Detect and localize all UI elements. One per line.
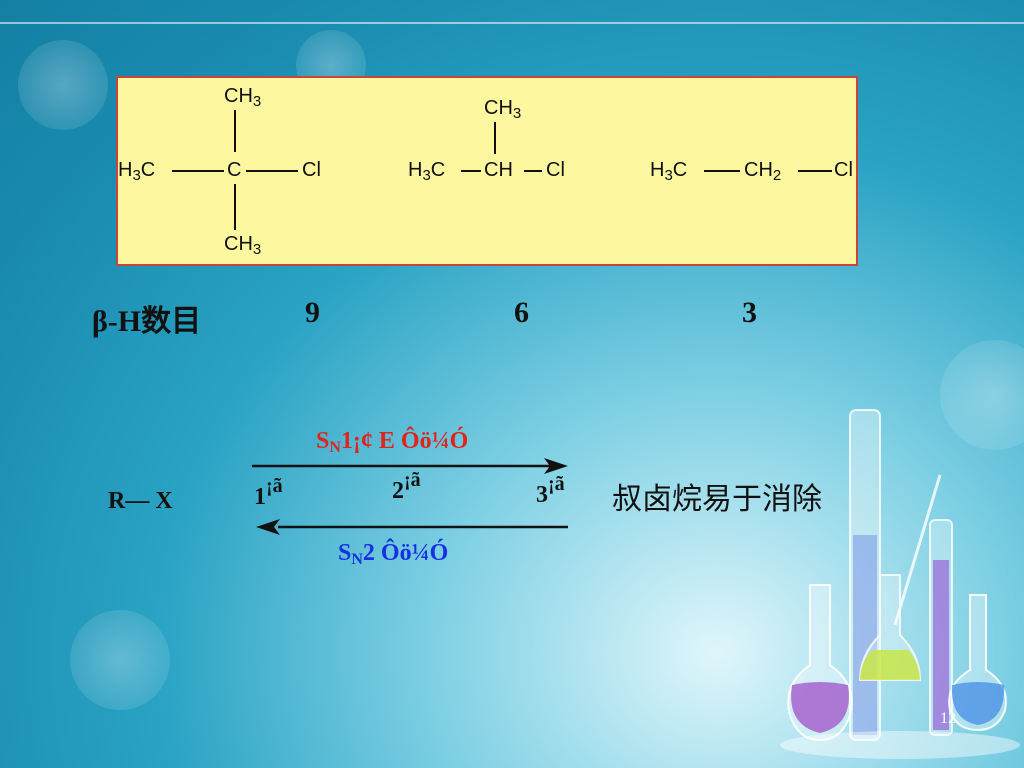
bond	[234, 184, 236, 230]
top-decor-line	[0, 22, 1024, 24]
beta-h-count-sec: 6	[514, 296, 529, 329]
sec-ch-group: CH	[484, 159, 513, 181]
reaction-arrows	[252, 458, 568, 535]
bond	[172, 170, 224, 172]
tert-left-methyl: H3C	[118, 159, 156, 184]
sec-chlorine: Cl	[546, 159, 565, 181]
alkyl-halide-rx: R— X	[108, 488, 173, 514]
beta-h-label: β-H数目	[92, 305, 202, 338]
structural-formula-panel: CH3 H3C C Cl CH3 CH3 H3C CH Cl H3C CH2 C…	[116, 76, 858, 266]
bond	[704, 170, 740, 172]
degree-secondary: 2¡ã	[392, 469, 421, 504]
decor-bubble	[70, 610, 170, 710]
beta-h-count-tert: 9	[305, 296, 320, 329]
sn1-e-increase-label: SN1¡¢ E Ôö¼Ó	[316, 428, 469, 456]
page-number: 12	[940, 710, 956, 727]
decor-bubble	[940, 340, 1024, 450]
bond	[524, 170, 542, 172]
bond	[798, 170, 832, 172]
backward-arrow-head	[256, 519, 280, 535]
prim-methyl: H3C	[650, 159, 688, 184]
bond	[246, 170, 298, 172]
bond	[494, 122, 496, 154]
prim-chlorine: Cl	[834, 159, 853, 181]
tert-central-carbon: C	[227, 159, 242, 181]
forward-arrow-head	[544, 458, 568, 474]
lab-glassware-illustration	[780, 409, 1020, 759]
degree-primary: 1¡ã	[254, 475, 283, 510]
degree-tertiary: 3¡ã	[536, 473, 565, 508]
sec-left-methyl: H3C	[408, 159, 446, 184]
bond	[234, 110, 236, 152]
sn2-increase-label: SN2 Ôö¼Ó	[338, 540, 449, 568]
prim-ch2-group: CH2	[744, 159, 782, 184]
beta-h-count-prim: 3	[742, 296, 757, 329]
tert-bottom-methyl: CH3	[224, 233, 262, 258]
tert-chlorine: Cl	[302, 159, 321, 181]
decor-bubble	[18, 40, 108, 130]
tertiary-elimination-note: 叔卤烷易于消除	[612, 483, 822, 516]
tert-top-methyl: CH3	[224, 85, 262, 110]
sec-top-methyl: CH3	[484, 97, 522, 122]
bond	[461, 170, 481, 172]
